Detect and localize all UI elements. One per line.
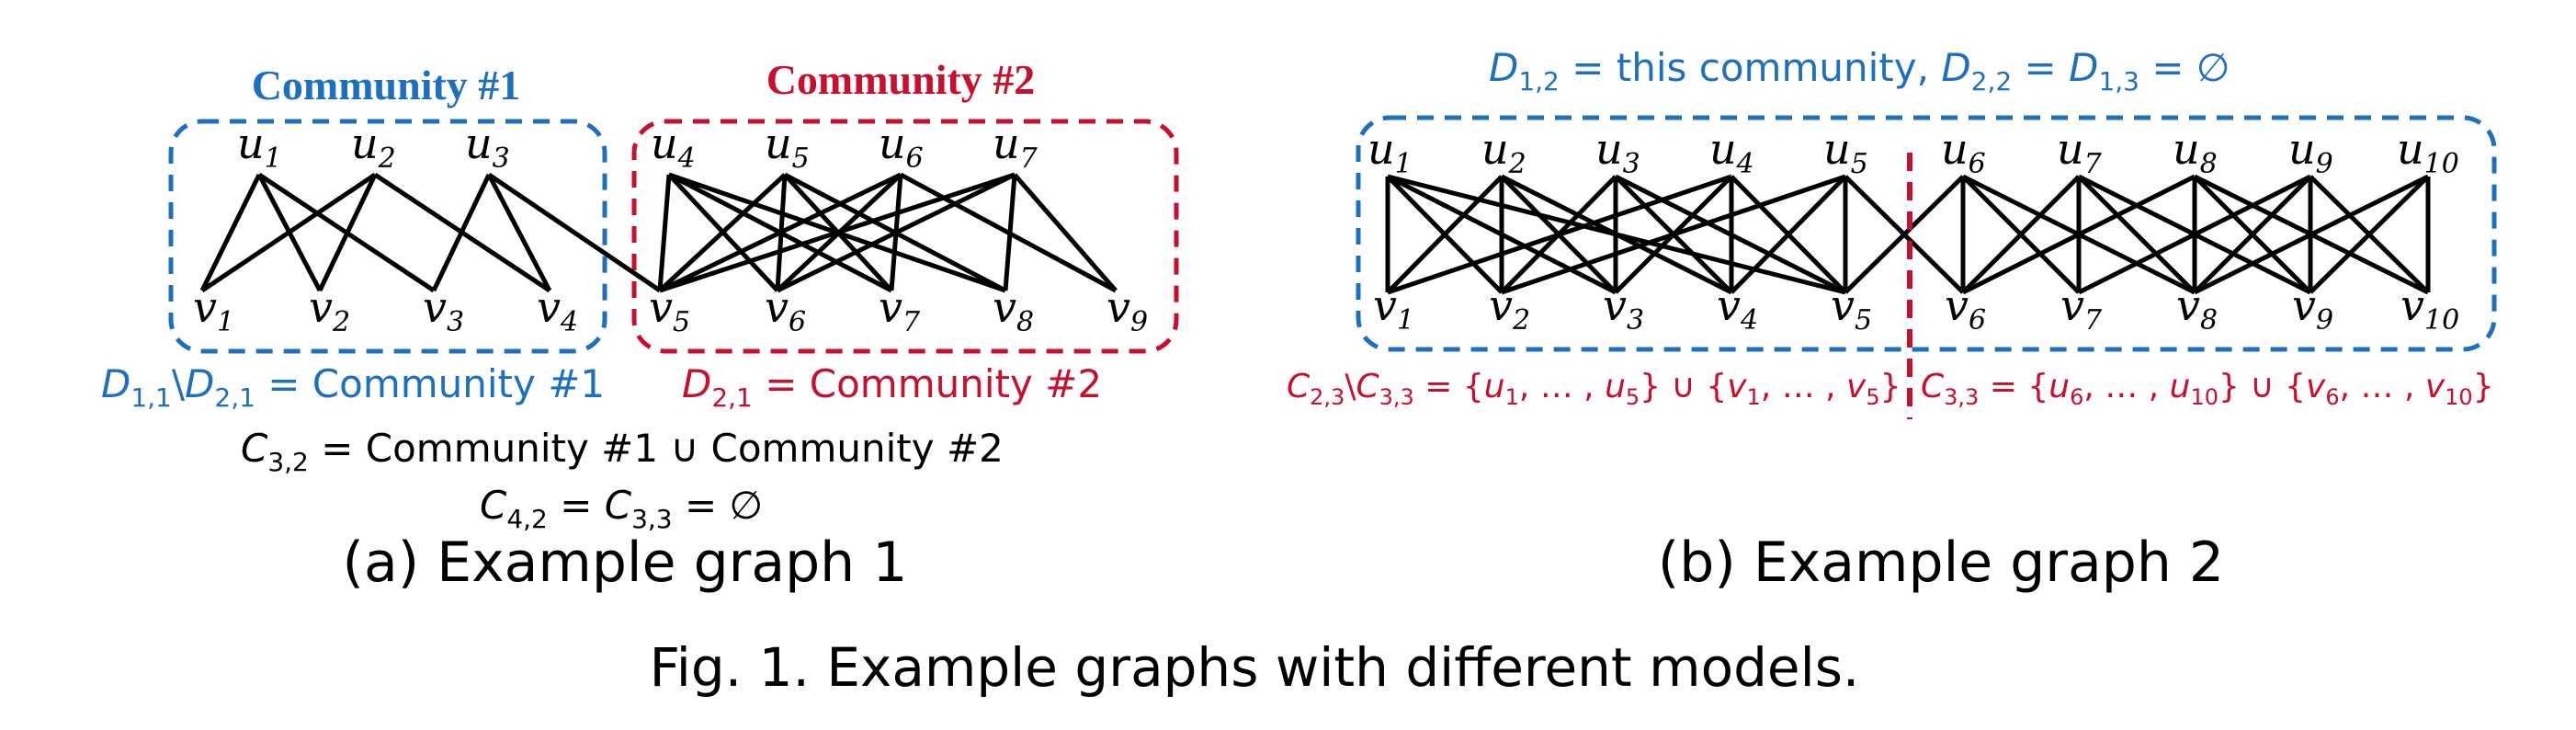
graph-b-v-labels: v1 v2 v3 v4 v5 v6 v7 v8 v9 v10 (1373, 280, 2459, 336)
node-b-v1: v1 (1373, 280, 1414, 336)
node-u7: u7 (993, 119, 1038, 175)
node-b-u9: u9 (2288, 124, 2333, 180)
formula-c33: C3,3 = {u6, … , u10} ∪ {v6, … , v10} (1921, 368, 2494, 410)
node-b-v6: v6 (1945, 280, 1986, 336)
figure-caption: Fig. 1. Example graphs with different mo… (650, 636, 1860, 699)
graph-b-edge (2193, 174, 2430, 295)
node-v6: v6 (765, 282, 806, 338)
node-v2: v2 (309, 282, 350, 338)
graph-a-edge (1003, 174, 1017, 291)
node-b-v5: v5 (1831, 280, 1872, 336)
graph-a-edge (659, 172, 1016, 293)
graph-b-edge (1844, 175, 1965, 294)
graph-a-edge (1013, 173, 1118, 292)
node-u4: u4 (651, 119, 696, 175)
node-b-u3: u3 (1595, 124, 1640, 180)
formula-c32: C3,2 = Community #1 ∪ Community #2 (241, 426, 1004, 477)
node-b-u2: u2 (1481, 124, 1526, 180)
graph-a-edge (431, 173, 492, 292)
formula-d21: D2,1 = Community #2 (682, 361, 1102, 413)
graph-b-edge (1387, 174, 1732, 295)
graph-b-edge (2309, 175, 2430, 294)
graph-b-title: D1,2 = this community, D2,2 = D1,3 = ∅ (1489, 45, 2230, 97)
node-b-v9: v9 (2292, 280, 2333, 336)
graph-a-edge (486, 173, 552, 292)
node-v5: v5 (649, 282, 690, 338)
node-v1: v1 (193, 282, 234, 338)
node-b-v8: v8 (2176, 280, 2218, 336)
graph-a-edge (658, 172, 902, 293)
node-b-v2: v2 (1489, 280, 1530, 336)
caption-a: (a) Example graph 1 (343, 530, 908, 595)
graph-a-edge (658, 173, 787, 292)
graph-b-edge (1386, 175, 1504, 294)
node-v7: v7 (879, 282, 921, 338)
graph-b-edge (1961, 174, 2196, 295)
graph-b-edge (1730, 175, 1847, 294)
node-u3: u3 (465, 119, 510, 175)
graph-a-u-labels: u1 u2 u3 u4 u5 u6 u7 (237, 119, 1038, 175)
graph-a-edge (199, 173, 262, 292)
graph-b-box (1356, 115, 2497, 352)
formula-d11-minus-d21: D1,1\D2,1 = Community #1 (101, 361, 605, 413)
graph-a-edge (200, 172, 377, 293)
graph-b-edge (2193, 175, 2312, 294)
community-2-box (631, 119, 1179, 354)
community-2-title: Community #2 (766, 56, 1036, 103)
node-b-v4: v4 (1717, 280, 1758, 336)
graph-b-edge (1501, 174, 1846, 295)
graph-a-v-labels: v1 v2 v3 v4 v5 v6 v7 v8 v9 (193, 282, 1148, 338)
node-b-u4: u4 (1709, 124, 1754, 180)
graph-a-edge (657, 174, 672, 291)
community-1-title: Community #1 (252, 62, 521, 108)
node-b-u5: u5 (1823, 124, 1868, 180)
node-b-u8: u8 (2173, 124, 2218, 180)
graph-a-edges (199, 172, 1118, 293)
node-b-v7: v7 (2060, 280, 2103, 336)
node-u2: u2 (351, 119, 396, 175)
graph-a-edge (487, 172, 662, 293)
formula-c23-minus-c33: C2,3\C3,3 = {u1, … , u5} ∪ {v1, … , v5} (1287, 368, 1901, 410)
node-b-u7: u7 (2057, 124, 2103, 180)
graph-b: D1,2 = this community, D2,2 = D1,3 = ∅ u… (1287, 45, 2497, 595)
node-v8: v8 (993, 282, 1034, 338)
node-b-u6: u6 (1941, 124, 1986, 180)
node-u5: u5 (765, 119, 810, 175)
node-u6: u6 (879, 119, 924, 175)
caption-b: (b) Example graph 2 (1658, 530, 2224, 595)
graph-a-edge (317, 173, 378, 292)
node-b-u10: u10 (2397, 124, 2459, 180)
graph-b-edges (1385, 174, 2431, 295)
graph-b-edge (2077, 174, 2312, 295)
node-u1: u1 (237, 119, 282, 175)
graph-b-u-labels: u1 u2 u3 u4 u5 u6 u7 u8 u9 u10 (1367, 124, 2459, 180)
node-v3: v3 (423, 282, 464, 338)
node-v9: v9 (1106, 282, 1148, 338)
graph-b-edge (1961, 175, 2081, 294)
node-v4: v4 (537, 282, 578, 338)
graph-a: Community #1 Community #2 u1 u2 u3 u4 u5… (101, 56, 1179, 595)
community-1-box (168, 119, 607, 354)
formula-c42: C4,2 = C3,3 = ∅ (480, 483, 763, 534)
node-b-u1: u1 (1367, 124, 1413, 180)
graph-b-edge (2077, 175, 2196, 294)
node-b-v3: v3 (1603, 280, 1644, 336)
graph-a-edge (776, 172, 1016, 293)
